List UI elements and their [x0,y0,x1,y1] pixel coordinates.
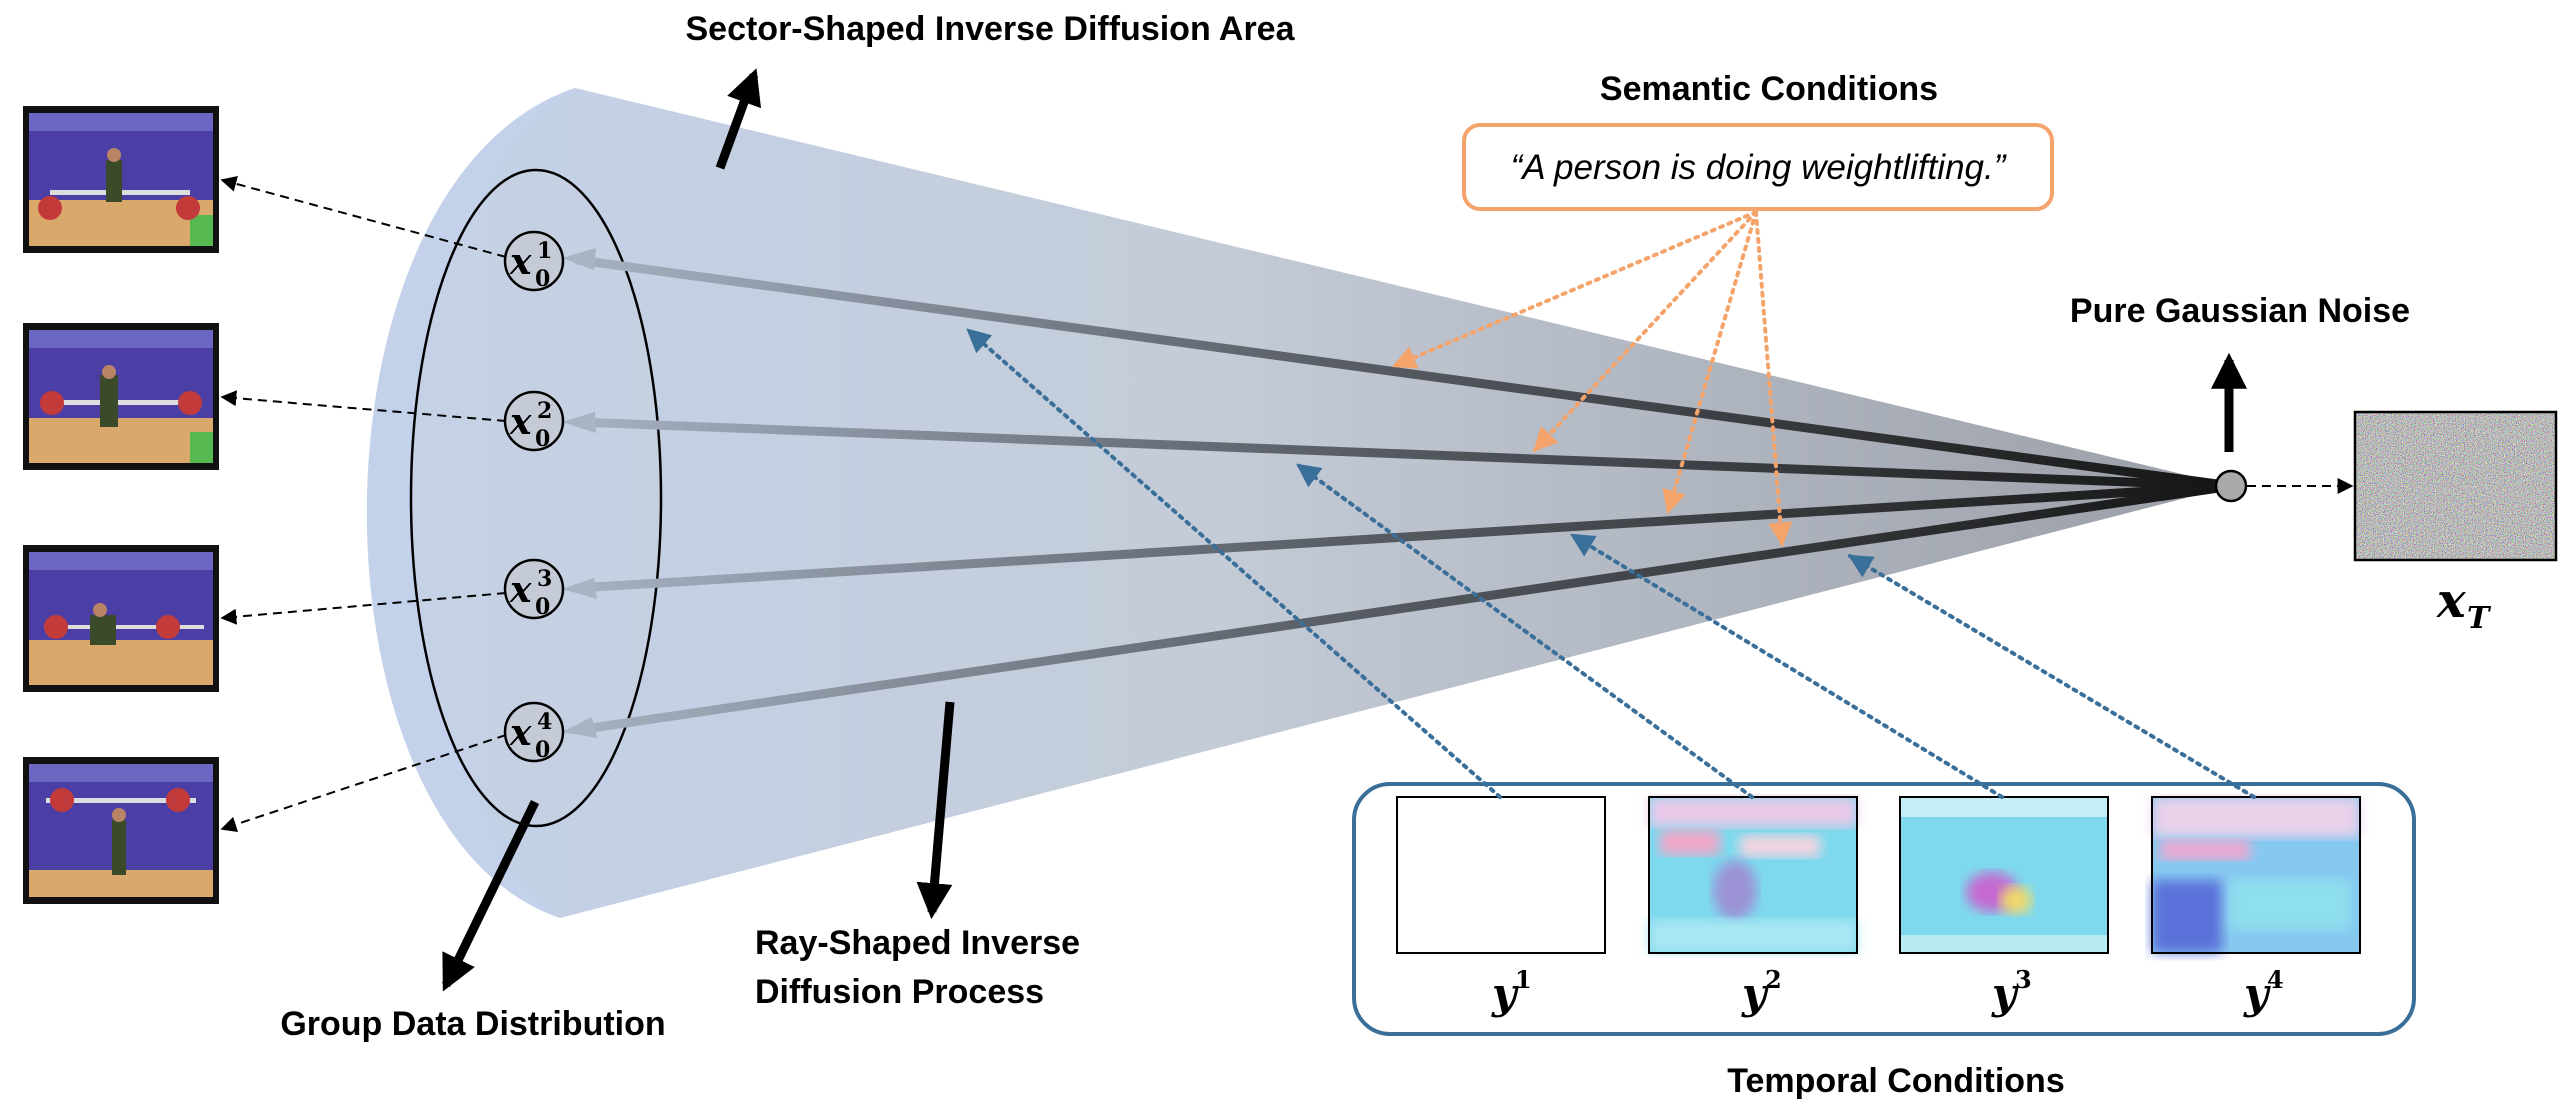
semantic-conditions-label: Semantic Conditions [1600,70,1938,108]
noise-node [2214,469,2248,503]
sample-node-circle-1 [503,230,565,292]
temporal-label-3: y [1991,969,2019,1018]
sample-node-circle-3 [503,558,565,620]
temporal-conditions-box [1352,782,2416,1036]
temporal-label-2: y [1741,969,1769,1018]
semantic-arrow-4 [1754,210,1793,547]
sample-node-base-4: x [509,712,532,754]
sample-node-2: x 2 0 [503,390,565,452]
ray-arrowhead-2 [562,412,596,433]
video-frame-1 [23,106,219,253]
sample-node-circle-4 [503,701,565,763]
frame-links [220,176,507,833]
sample-node-sub-2: 0 [535,426,550,452]
semantic-arrow-1 [1391,210,1758,369]
sample-node-sup-4: 4 [537,709,552,735]
temporal-labels: y 1 y 2 y 3 y 4 [1491,965,2284,1018]
video-frame-4 [23,757,219,904]
semantic-prompt-box [1462,123,2054,211]
noise-image [2353,410,2558,562]
semantic-arrow-3 [1662,210,1758,515]
ray-4 [573,481,2237,735]
temporal-frame-4 [2151,796,2361,954]
video-frame-2 [23,323,219,470]
semantic-arrow-2 [1533,210,1758,452]
sample-node-sub-3: 0 [535,594,550,620]
rays [573,255,2237,735]
sample-node-sup-1: 1 [537,238,552,264]
pointer-sector-area [715,68,762,170]
sample-node-base-3: x [509,569,532,611]
ray-1 [573,255,2237,491]
pure-gaussian-noise-label: Pure Gaussian Noise [2070,292,2410,330]
frame-link-4 [220,734,507,833]
temporal-conditions-label: Temporal Conditions [1727,1062,2064,1100]
ray-2 [573,417,2237,491]
ray-process-label-line2: Diffusion Process [755,973,1044,1011]
video-frames [23,106,219,904]
sample-node-base-2: x [509,401,532,443]
temporal-frames [1396,796,2361,954]
sector-bulge [366,88,575,918]
temporal-arrow-1 [966,328,1502,799]
noise-symbol-subscript: T [2467,601,2492,636]
semantic-arrows [1391,210,1793,547]
group-distribution-ellipse [409,168,663,828]
sample-node-4: x 4 0 [503,701,565,763]
temporal-sup-1: 1 [1515,965,1532,994]
ray-arrowhead-4 [562,717,597,738]
temporal-sup-4: 4 [2267,965,2284,994]
temporal-arrow-4 [1847,554,2256,799]
noise-symbol: x [2436,573,2467,629]
sample-node-sub-4: 0 [535,737,550,763]
frame-link-3 [220,592,507,625]
temporal-label-4: y [2243,969,2271,1018]
pointer-arrows [441,68,2247,992]
ray-arrowhead-1 [562,248,596,270]
temporal-frame-1 [1396,796,1606,954]
semantic-prompt-text: “A person is doing weightlifting.” [1511,148,2007,187]
pointer-ray-process [916,701,955,920]
temporal-sup-2: 2 [1765,965,1782,994]
temporal-frame-3 [1899,796,2109,954]
sector-area-label: Sector-Shaped Inverse Diffusion Area [685,10,1295,48]
temporal-arrows [966,328,2256,799]
frame-link-2 [220,390,507,422]
sample-node-sub-1: 0 [535,266,550,292]
temporal-arrow-2 [1296,463,1754,799]
frame-link-1 [220,176,507,258]
pointer-group-distribution [441,800,540,992]
sample-node-1: x 1 0 [503,230,565,292]
temporal-arrow-3 [1569,533,2004,799]
sample-node-sup-3: 3 [537,566,552,592]
ray-process-label-line1: Ray-Shaped Inverse [755,924,1080,962]
ray-arrowheads [562,248,597,738]
sample-node-sup-2: 2 [537,398,552,424]
sample-node-3: x 3 0 [503,558,565,620]
group-distribution-label: Group Data Distribution [280,1005,665,1043]
ray-3 [573,481,2237,593]
temporal-label-1: y [1491,969,1519,1018]
ray-arrowhead-3 [562,578,597,599]
sample-node-base-1: x [509,241,532,283]
temporal-frame-2 [1648,796,1858,954]
video-frame-3 [23,545,219,692]
temporal-sup-3: 3 [2015,965,2032,994]
